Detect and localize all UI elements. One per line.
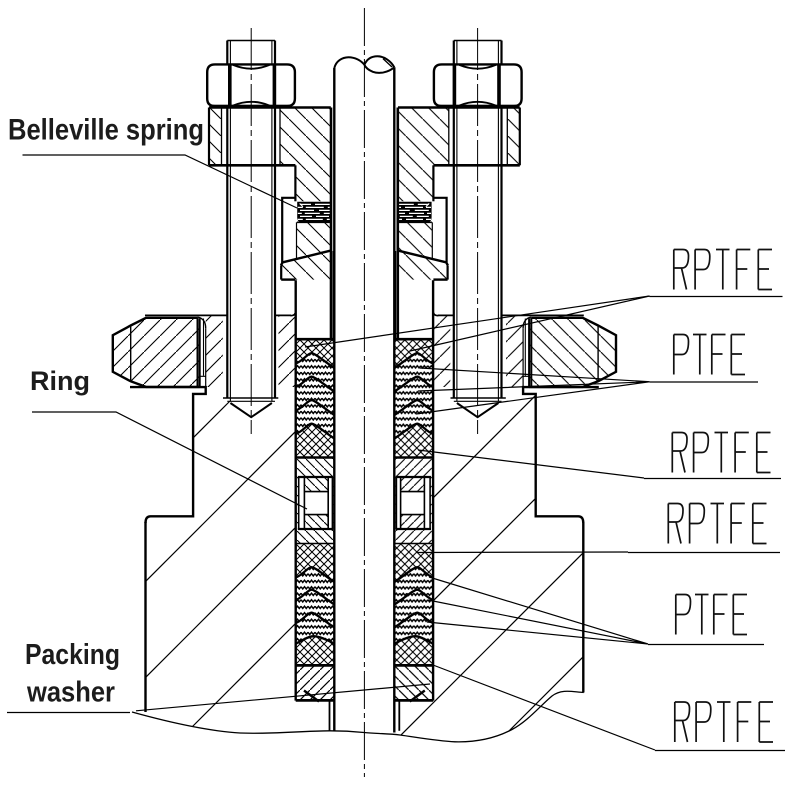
svg-text:Belleville spring: Belleville spring (8, 114, 204, 147)
svg-text:Ring: Ring (30, 366, 90, 396)
svg-text:Packing: Packing (25, 639, 120, 671)
svg-text:washer: washer (26, 677, 115, 709)
